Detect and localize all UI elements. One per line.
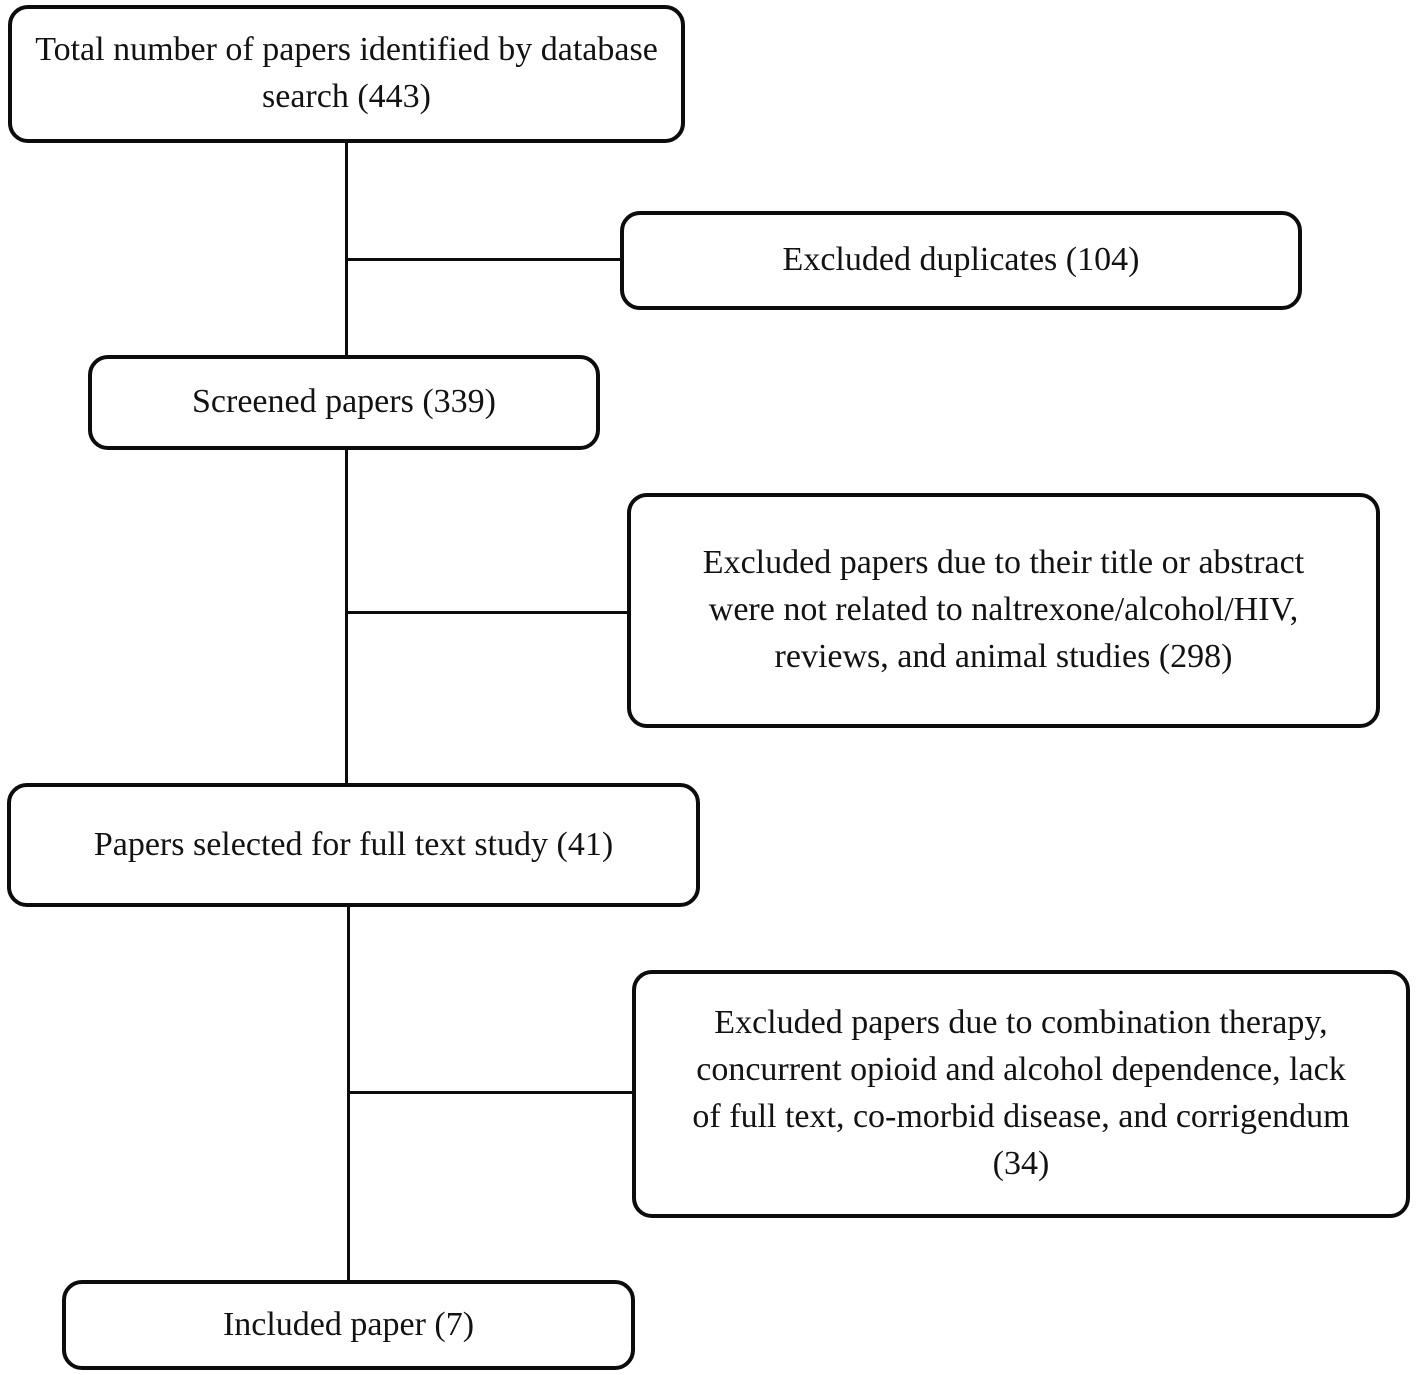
connector-branch-excluded-duplicates [345, 258, 622, 261]
connector-screened-to-fulltext [345, 450, 348, 785]
connector-fulltext-to-included [347, 907, 350, 1282]
node-included-paper: Included paper (7) [62, 1280, 635, 1370]
connector-branch-excluded-title-abstract [345, 611, 629, 614]
node-excluded-duplicates: Excluded duplicates (104) [620, 211, 1302, 310]
node-excluded-full-text: Excluded papers due to combination thera… [632, 970, 1410, 1218]
node-total-identified-label: Total number of papers identified by dat… [35, 31, 658, 115]
node-full-text-selected-label: Papers selected for full text study (41) [93, 825, 614, 863]
node-full-text-selected: Papers selected for full text study (41) [7, 783, 700, 907]
node-excluded-title-abstract-label: Excluded papers due to their title or ab… [702, 544, 1305, 675]
node-screened-papers: Screened papers (339) [88, 355, 600, 450]
node-excluded-duplicates-label: Excluded duplicates (104) [782, 241, 1140, 279]
node-included-paper-label: Included paper (7) [222, 1305, 475, 1343]
node-total-identified: Total number of papers identified by dat… [8, 5, 685, 143]
connector-total-to-screened [345, 143, 348, 355]
node-excluded-title-abstract: Excluded papers due to their title or ab… [627, 493, 1380, 728]
node-excluded-full-text-label: Excluded papers due to combination thera… [692, 1004, 1350, 1182]
connector-branch-excluded-full-text [347, 1091, 634, 1094]
node-screened-papers-label: Screened papers (339) [192, 383, 496, 421]
